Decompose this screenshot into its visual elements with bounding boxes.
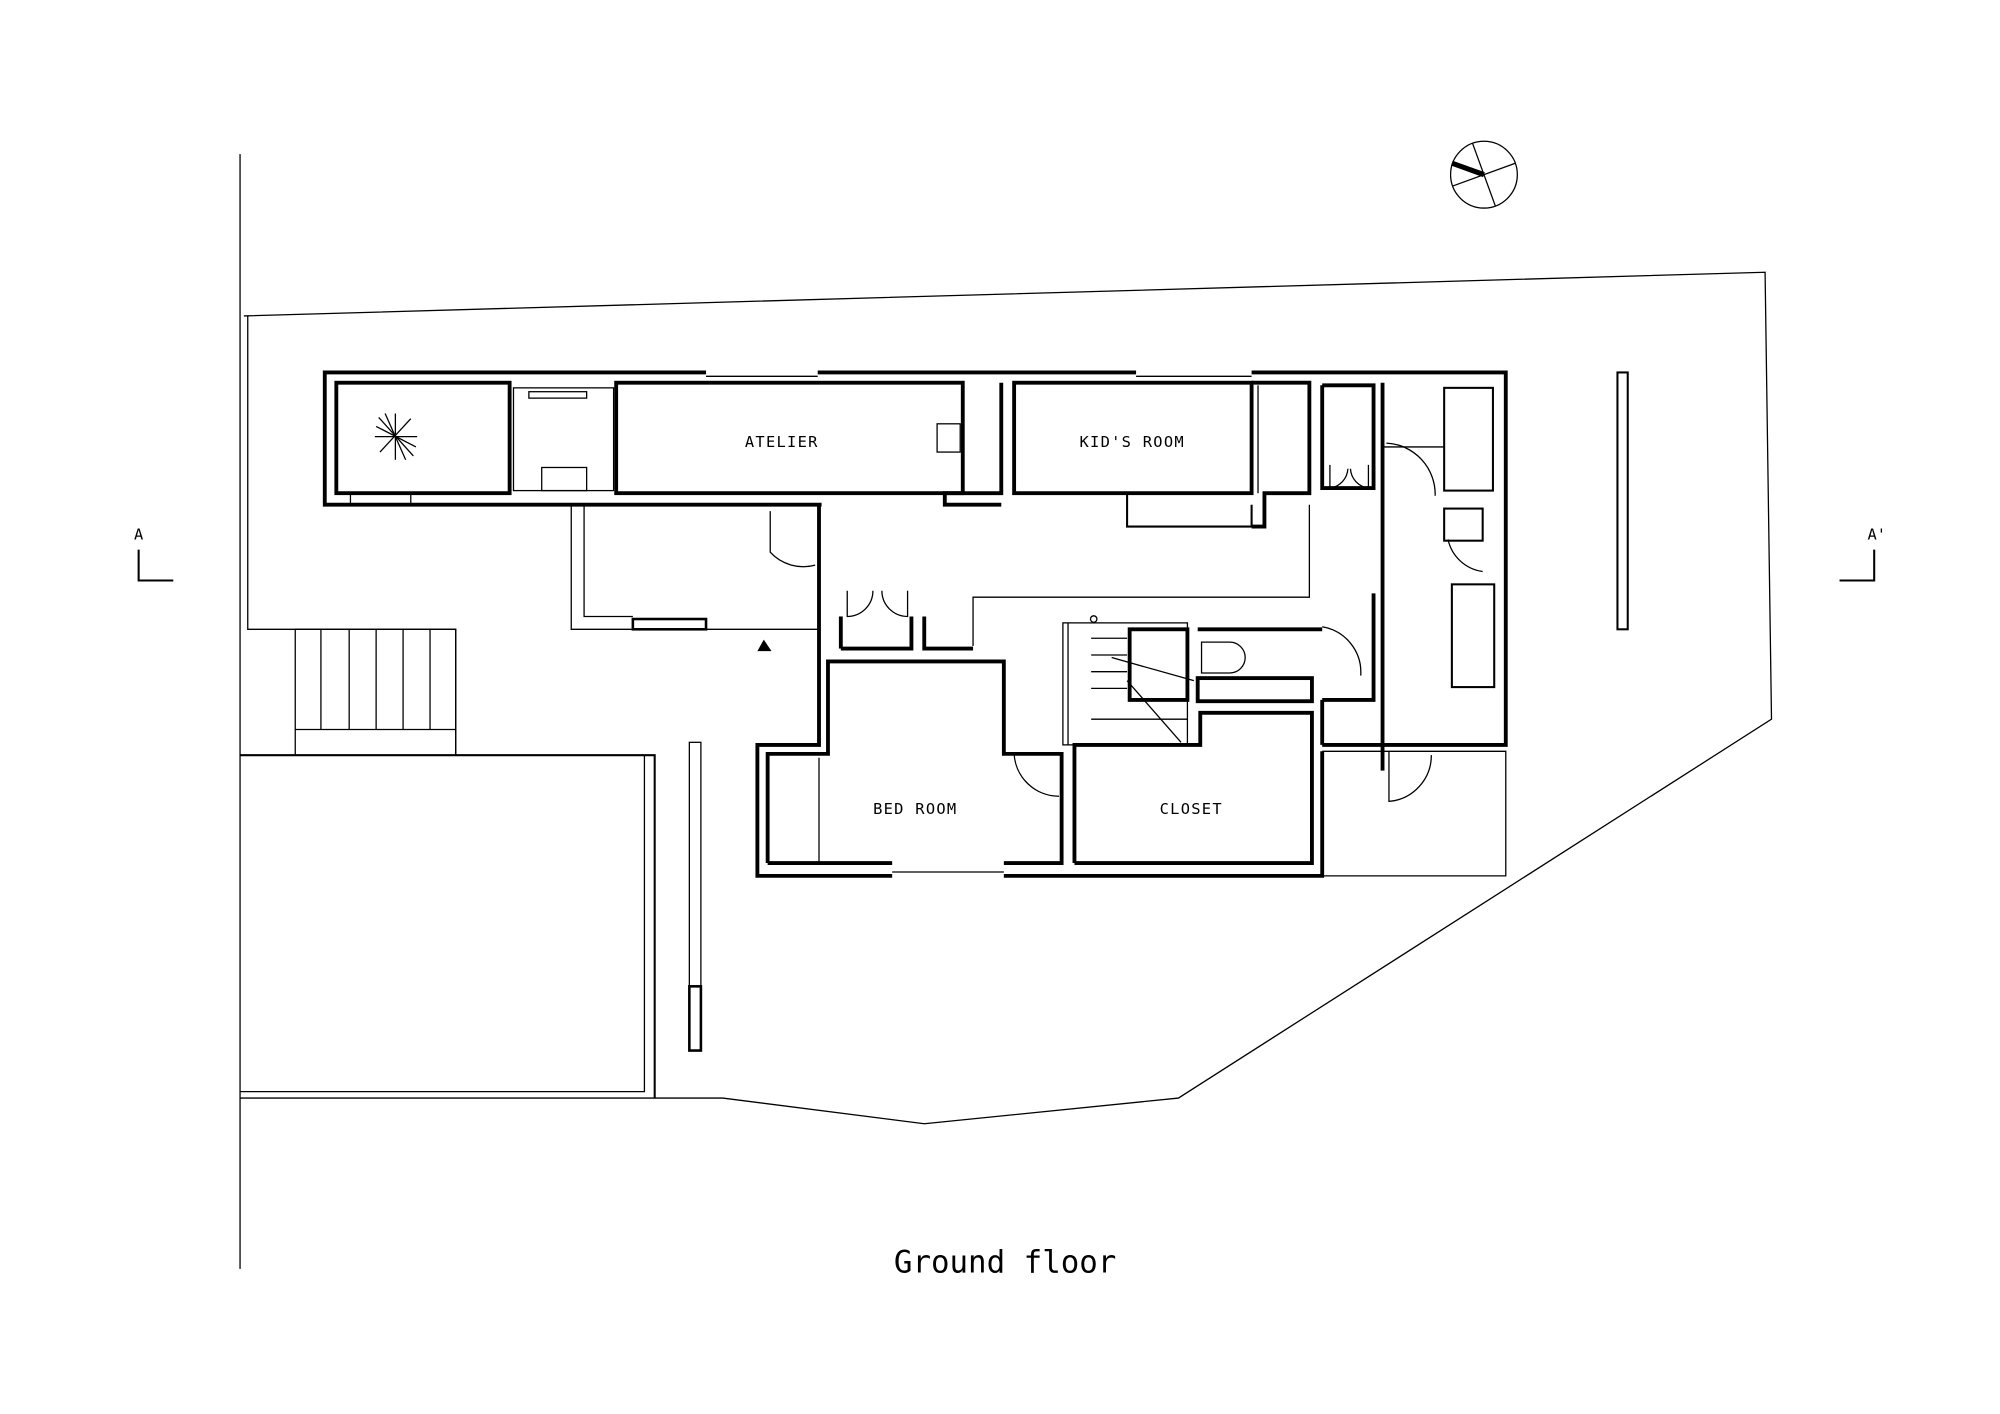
- exterior-steps: [294, 628, 457, 756]
- boundary-wall-right: [1616, 371, 1629, 631]
- room-label-kids-room: KID'S ROOM: [1079, 433, 1184, 451]
- section-mark-a: A: [134, 525, 174, 582]
- room-label-atelier: ATELIER: [745, 433, 819, 451]
- section-mark-a-prime: A': [1839, 525, 1886, 582]
- room-label-bed-room: BED ROOM: [873, 800, 957, 818]
- entrance-triangle-icon: [757, 639, 772, 652]
- drawing-title: Ground floor: [894, 1245, 1116, 1281]
- north-arrow-icon: [1449, 140, 1518, 209]
- room-label-closet: CLOSET: [1160, 800, 1223, 818]
- garden-wall: [688, 741, 703, 1052]
- section-label-a-prime: A': [1867, 525, 1886, 543]
- interior-walls: [334, 380, 1496, 865]
- parking-area: [240, 754, 656, 1099]
- section-label-a: A: [134, 525, 143, 543]
- doors: [769, 442, 1483, 803]
- toilet-icon: [1200, 641, 1246, 674]
- tree-symbol-icon: [374, 413, 418, 461]
- exterior-walls: [322, 370, 1508, 878]
